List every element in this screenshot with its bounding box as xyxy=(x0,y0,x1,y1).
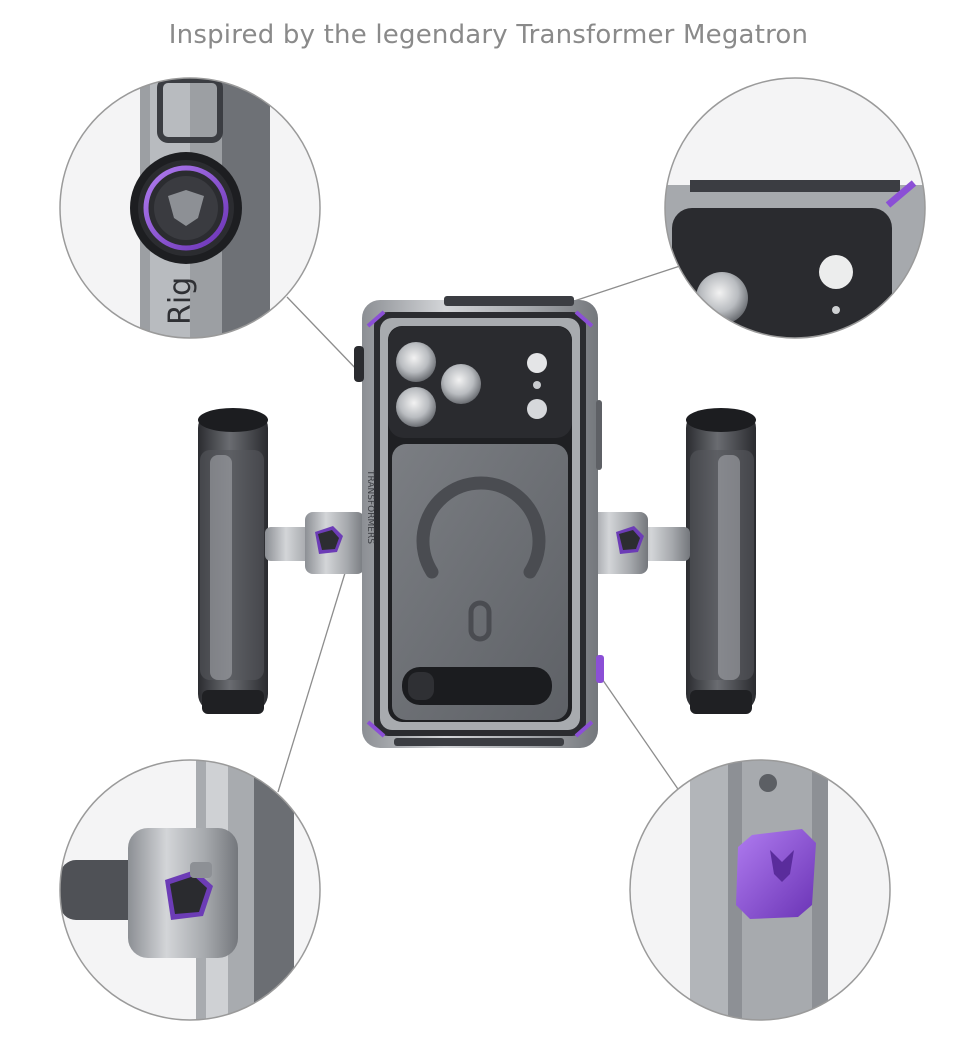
callout-side-button xyxy=(629,759,891,1021)
callout-camera-corner xyxy=(664,77,926,339)
decepticon-emblem-icon xyxy=(168,190,204,226)
callout-line-dial xyxy=(286,296,361,374)
callout-lines xyxy=(277,265,681,793)
side-brand-text: TRANSFORMERS xyxy=(365,469,375,544)
right-handle xyxy=(588,408,756,714)
left-handle xyxy=(198,408,365,714)
callout-line-corner xyxy=(567,265,681,304)
callout-line-mount xyxy=(277,572,346,793)
phone-cage: TRANSFORMERS xyxy=(354,296,604,748)
page-caption: Inspired by the legendary Transformer Me… xyxy=(168,20,809,50)
side-purple-button xyxy=(596,655,604,683)
magsafe-ring-icon xyxy=(416,476,546,579)
callout-handle-mount xyxy=(59,759,321,1021)
rig-text: Rig xyxy=(163,277,198,325)
callout-line-button xyxy=(599,675,681,793)
camera-lens-icon xyxy=(396,342,436,382)
callout-dial-knob: Rig xyxy=(59,77,321,339)
